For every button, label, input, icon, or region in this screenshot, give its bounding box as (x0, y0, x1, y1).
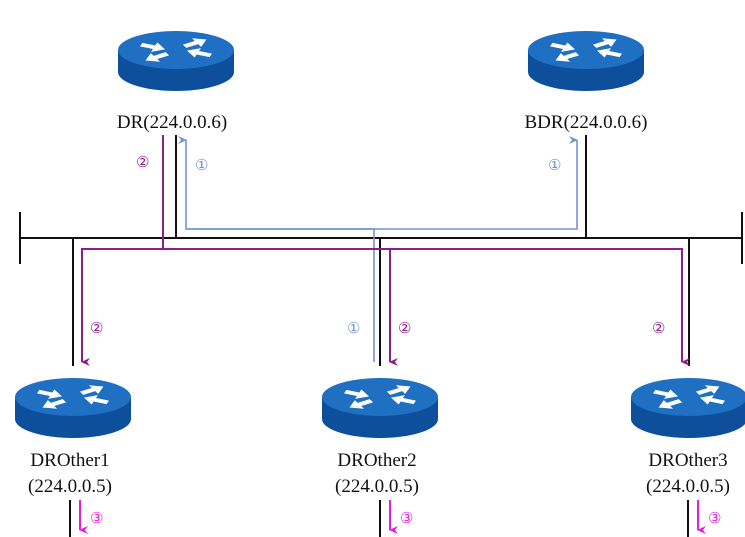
router-icon (15, 378, 131, 438)
dr-label: DR(224.0.0.6) (117, 112, 227, 133)
router-icon (118, 31, 234, 91)
router-icon (528, 31, 644, 91)
step2-marker-drother2: ② (398, 321, 411, 337)
step1-marker-bdr: ① (548, 158, 561, 174)
step2-marker-drother3: ② (652, 321, 665, 337)
router-bdr (528, 31, 644, 91)
drother2-name: DROther2 (337, 450, 416, 471)
router-icon (322, 378, 438, 438)
router-links (72, 135, 690, 366)
drother3-name: DROther3 (648, 450, 727, 471)
router-drother1 (15, 378, 131, 438)
router-icon (631, 378, 745, 438)
step2-to-drother1 (81, 248, 163, 366)
step1-paths (178, 136, 578, 362)
drother2-address: (224.0.0.5) (335, 476, 419, 497)
step2-paths (81, 135, 690, 366)
step3-paths (69, 500, 706, 537)
step2-marker-drother1: ② (90, 321, 103, 337)
router-drother2 (322, 378, 438, 438)
step2-to-drother3 (390, 248, 690, 366)
drother1-name: DROther1 (30, 450, 109, 471)
step3-marker-drother3: ③ (708, 511, 721, 527)
drother3-address: (224.0.0.5) (646, 476, 730, 497)
step2-to-drother2 (163, 248, 398, 366)
step2-marker-dr: ② (136, 155, 149, 171)
step1-bdr-path (186, 136, 578, 230)
step1-marker-drother2: ① (347, 321, 360, 337)
step1-marker-dr: ① (195, 158, 208, 174)
router-drother3 (631, 378, 745, 438)
drother1-address: (224.0.0.5) (28, 476, 112, 497)
bdr-label: BDR(224.0.0.6) (525, 112, 648, 133)
step1-up-path (178, 136, 375, 362)
step3-marker-drother2: ③ (400, 511, 413, 527)
router-dr (118, 31, 234, 91)
step3-marker-drother1: ③ (90, 511, 103, 527)
